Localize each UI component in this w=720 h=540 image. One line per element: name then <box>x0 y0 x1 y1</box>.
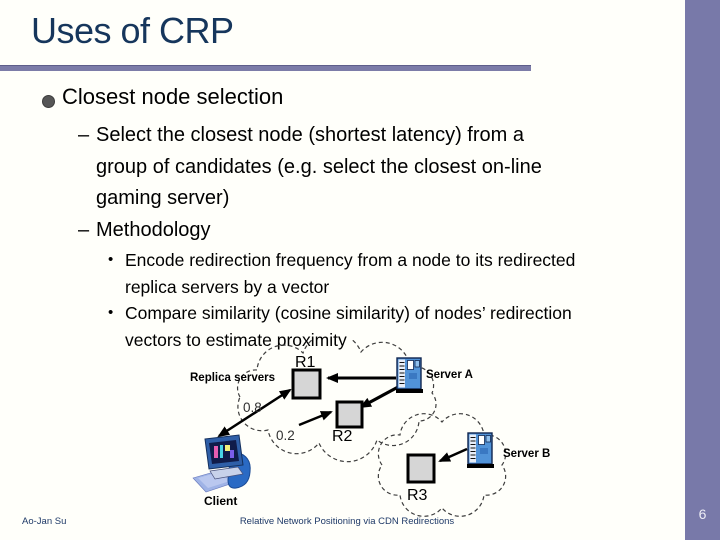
edge-serverb-r3 <box>438 447 468 463</box>
server-a-icon <box>395 357 424 394</box>
edge-client-r1 <box>217 388 292 438</box>
weight-r2: 0.2 <box>276 428 295 443</box>
detail-bullet-list: • Encode redirection frequency from a no… <box>108 247 668 353</box>
sub-bullet-text: Select the closest node (shortest latenc… <box>96 124 542 209</box>
node-r2-box <box>335 400 364 429</box>
footer-title: Relative Network Positioning via CDN Red… <box>0 516 694 527</box>
detail-bullet-text: Encode redirection frequency from a node… <box>125 250 576 297</box>
replica-servers-label: Replica servers <box>190 372 275 384</box>
sub-bullet-list: – Select the closest node (shortest late… <box>78 120 658 246</box>
detail-bullet-text: Compare similarity (cosine similarity) o… <box>125 303 572 350</box>
footer-title-text: Relative Network Positioning via CDN Red… <box>239 516 455 527</box>
server-b-icon <box>466 432 495 469</box>
cloud-replica-bottom <box>377 413 507 517</box>
page-number: 6 <box>698 506 707 522</box>
bullet-text: Closest node selection <box>62 84 284 109</box>
client-computer-icon <box>192 434 251 493</box>
dash-marker: – <box>78 218 90 241</box>
dot-marker: • <box>108 304 114 321</box>
network-diagram: Replica servers R1 R2 R3 0.8 0.2 Server … <box>190 340 550 517</box>
page-title: Uses of CRP <box>31 10 234 51</box>
client-label: Client <box>204 494 237 508</box>
sub-bullet-text: Methodology <box>96 218 211 241</box>
edge-client-r2 <box>298 410 333 427</box>
title-divider <box>0 65 531 71</box>
node-r3-label: R3 <box>407 487 428 504</box>
bullet-dot-icon <box>42 95 55 108</box>
server-b-label: Server B <box>503 448 550 460</box>
detail-bullet-encode: • Encode redirection frequency from a no… <box>108 247 668 300</box>
node-r1-label: R1 <box>295 354 316 371</box>
dot-marker: • <box>108 251 114 268</box>
cloud-replica-top <box>236 340 437 463</box>
node-r2-label: R2 <box>332 428 353 445</box>
dash-marker: – <box>78 124 90 146</box>
right-accent-bar <box>685 0 720 540</box>
edge-servera-r2 <box>359 384 401 409</box>
footer-author: Ao-Jan Su <box>22 516 67 527</box>
server-a-label: Server A <box>426 369 473 381</box>
weight-r1: 0.8 <box>243 400 262 415</box>
sub-bullet-methodology: – Methodology <box>78 215 658 247</box>
node-r1-box <box>291 368 322 400</box>
sub-bullet-select: – Select the closest node (shortest late… <box>78 120 658 215</box>
detail-bullet-compare: • Compare similarity (cosine similarity)… <box>108 300 668 353</box>
node-r3-box <box>406 453 436 484</box>
